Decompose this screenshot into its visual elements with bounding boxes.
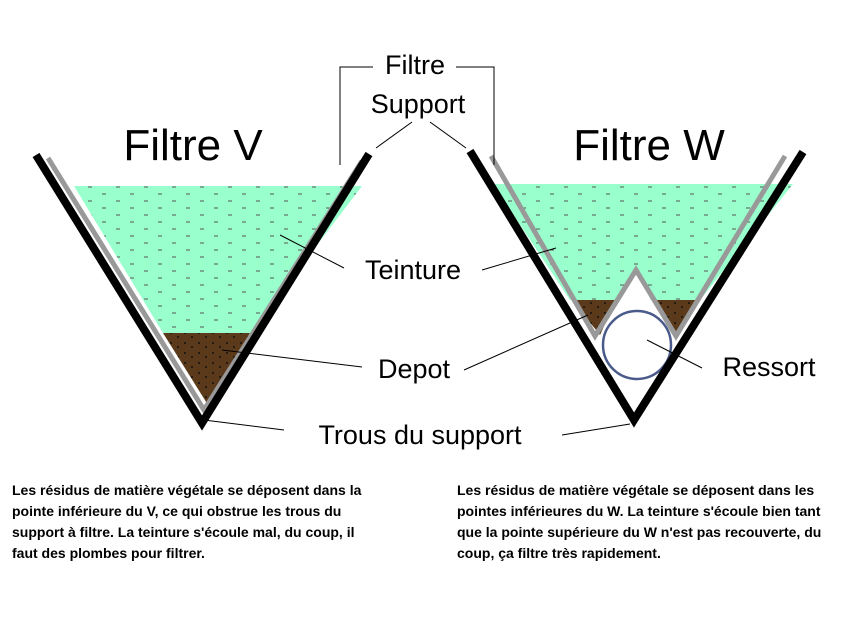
trous-line-right (561, 423, 631, 436)
leader-lines (203, 66, 703, 436)
filtre-bracket (339, 66, 373, 165)
caption-filter-w: Les résidus de matière végétale se dépos… (457, 482, 822, 561)
support-line-right (429, 121, 467, 149)
filter-v-support (32, 151, 373, 431)
filter-w-deposit-right (655, 300, 700, 335)
filter-w-paper (488, 154, 788, 341)
filter-w-graphic (466, 148, 807, 428)
filter-w-title: Filtre W (573, 121, 725, 170)
support-line-left (375, 121, 413, 149)
ressort-label: Ressort (722, 352, 816, 382)
trous-line-left (203, 419, 285, 431)
teinture-line-right (481, 247, 557, 271)
teinture-line-left (279, 234, 345, 269)
caption-filter-v: Les résidus de matière végétale se dépos… (12, 482, 362, 561)
depot-line-right (463, 314, 589, 371)
filter-w-spring (601, 309, 673, 381)
ressort-line (646, 339, 703, 369)
filter-v-liquid (74, 186, 362, 333)
filtre-label: Filtre (385, 50, 445, 80)
filter-w-deposit-left (572, 300, 616, 335)
depot-label: Depot (378, 354, 451, 384)
support-label: Support (371, 89, 466, 119)
filter-v-graphic (32, 151, 373, 431)
filter-w-support (466, 148, 807, 428)
filter-v-title: Filtre V (123, 121, 263, 170)
teinture-label: Teinture (365, 255, 461, 285)
trous-label: Trous du support (318, 420, 522, 450)
filtre-bracket-right (456, 66, 495, 165)
depot-line-left (221, 349, 363, 368)
